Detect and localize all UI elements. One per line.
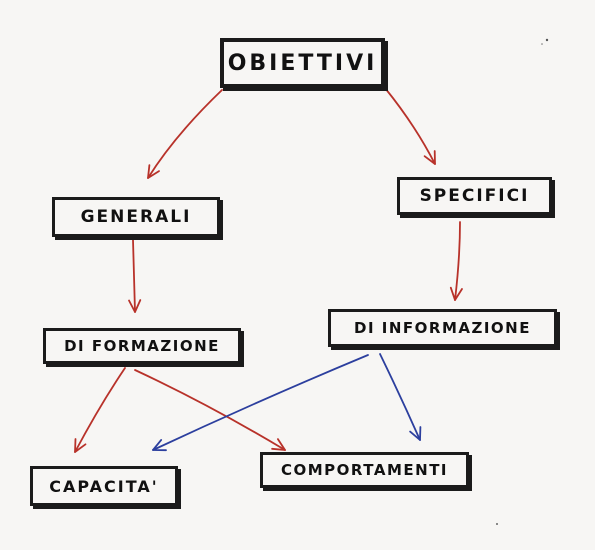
arrowhead: [74, 438, 87, 453]
arrow-generali-to-di-formazione: [128, 239, 142, 313]
node-obiettivi: OBIETTIVI: [220, 38, 385, 88]
node-di-informazione: DI INFORMAZIONE: [328, 309, 557, 347]
arrow-line: [134, 369, 286, 451]
arrow-specifici-to-di-informazione: [449, 221, 463, 301]
arrow-di-formazione-to-comportamenti: [134, 369, 286, 451]
arrow-obiettivi-to-generali: [147, 89, 223, 179]
arrow-di-informazione-to-capacita: [152, 354, 369, 452]
arrow-line: [147, 89, 223, 179]
node-capacita: CAPACITA': [30, 466, 178, 506]
arrowhead: [409, 426, 422, 441]
arrowhead: [128, 299, 142, 313]
arrow-line: [152, 354, 369, 451]
arrow-line: [384, 87, 436, 165]
node-comportamenti: COMPORTAMENTI: [260, 452, 469, 488]
arrowhead: [423, 150, 436, 165]
arrow-di-formazione-to-capacita: [74, 367, 126, 453]
node-specifici: SPECIFICI: [397, 177, 552, 215]
arrowhead: [271, 438, 286, 451]
arrowhead: [152, 439, 167, 452]
arrowhead: [147, 164, 160, 179]
node-generali: GENERALI: [52, 197, 220, 237]
arrow-di-informazione-to-comportamenti: [379, 353, 422, 441]
arrowhead: [449, 286, 463, 301]
arrow-line: [132, 239, 136, 313]
arrow-line: [454, 221, 461, 301]
node-di-formazione: DI FORMAZIONE: [43, 328, 241, 364]
arrow-line: [379, 353, 421, 441]
edge-layer: [74, 87, 463, 453]
arrow-line: [74, 367, 126, 453]
arrow-obiettivi-to-specifici: [384, 87, 436, 165]
